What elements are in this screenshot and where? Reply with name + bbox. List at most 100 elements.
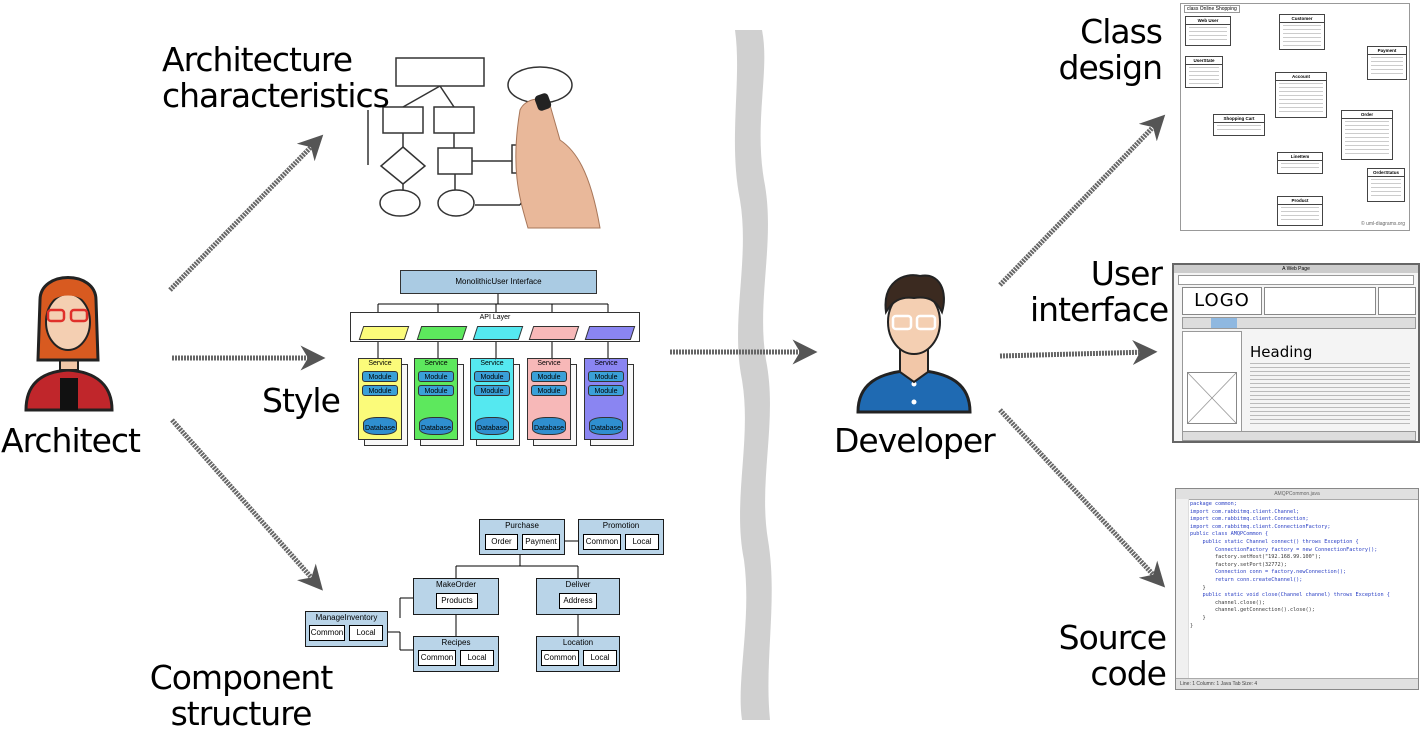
uml-class-attributes (1217, 125, 1261, 132)
wireframe-text-lines (1250, 363, 1410, 425)
monolithic-ui-box: MonolithicUser Interface (400, 270, 597, 294)
wireframe-cart-icon (1378, 287, 1416, 315)
component-makeorder: MakeOrder Products (413, 578, 499, 615)
service-label: Service (368, 360, 392, 367)
code-line: } (1190, 614, 1206, 621)
service-label: Service (594, 360, 618, 367)
code-line: channel.getConnection().close(); (1190, 607, 1315, 614)
class-diagram-header: class Online Shopping (1184, 5, 1240, 13)
database-cylinder: Database (363, 417, 397, 435)
module-box: Module (474, 371, 510, 382)
arrow-to-class-design (998, 114, 1166, 287)
service-label: Service (424, 360, 448, 367)
database-cylinder: Database (475, 417, 509, 435)
component-purchase: Purchase Order Payment (479, 519, 565, 555)
wireframe-logo: LOGO (1182, 287, 1262, 315)
code-line: import com.rabbitmq.client.Channel; (1190, 508, 1300, 515)
uml-class-name: Shopping Cart (1214, 115, 1264, 123)
code-line: ConnectionFactory factory = new Connecti… (1190, 546, 1378, 553)
uml-class-attributes (1281, 163, 1319, 170)
database-cylinder: Database (589, 417, 623, 435)
module-box: Module (418, 371, 454, 382)
code-window-title: AMQPCommon.java (1176, 489, 1418, 500)
uml-class-box: Web User (1185, 16, 1231, 46)
uml-class-box: Customer (1279, 14, 1325, 50)
component-recipes: Recipes Common Local (413, 636, 499, 672)
wireframe-image-placeholder (1187, 372, 1237, 424)
uml-class-attributes (1189, 27, 1227, 42)
component-item: Local (460, 650, 494, 666)
arrow-to-source-code (998, 408, 1166, 588)
wireframe-nav-bar (1182, 317, 1416, 329)
component-item: Order (485, 534, 518, 550)
uml-class-box: Order (1341, 110, 1393, 160)
wireframe-nav-active (1211, 318, 1237, 328)
component-item: Common (309, 625, 345, 641)
wireframe-address-bar (1178, 275, 1414, 285)
uml-class-attributes (1283, 25, 1321, 46)
source-code-label: Source code (1058, 618, 1167, 693)
uml-class-box: UserState (1185, 56, 1223, 88)
uml-class-attributes (1371, 57, 1403, 76)
module-box: Module (418, 385, 454, 396)
code-line: return conn.createChannel(); (1190, 576, 1303, 583)
database-cylinder: Database (419, 417, 453, 435)
uml-class-attributes (1345, 121, 1389, 156)
component-item: Payment (522, 534, 560, 550)
component-item: Local (625, 534, 659, 550)
uml-class-box: LineItem (1277, 152, 1323, 174)
component-location: Location Common Local (536, 636, 620, 672)
component-promotion: Promotion Common Local (578, 519, 664, 555)
component-manage-inventory: ManageInventory Common Local (305, 611, 388, 647)
api-layer-label: API Layer (479, 314, 511, 321)
uml-class-name: Order (1342, 111, 1392, 119)
uml-class-name: LineItem (1278, 153, 1322, 161)
component-structure-label: Component structure (149, 658, 334, 733)
code-line: public static Channel connect() throws E… (1190, 538, 1359, 545)
code-line: Connection conn = factory.newConnection(… (1190, 569, 1347, 576)
api-layer-box: API Layer (350, 312, 640, 342)
code-lines: package common;import com.rabbitmq.clien… (1190, 501, 1390, 630)
class-diagram-footer: © uml-diagrams.org (1361, 221, 1405, 227)
code-line: package common; (1190, 501, 1237, 507)
module-box: Module (531, 371, 567, 382)
hand-with-marker-icon (515, 93, 601, 229)
user-interface-label: User interface (1030, 254, 1169, 329)
api-slot-3 (472, 326, 524, 340)
developer-label: Developer (834, 421, 996, 460)
api-slot-5 (584, 326, 636, 340)
style-label: Style (262, 381, 341, 420)
code-line: factory.setPort(32772); (1190, 561, 1287, 568)
code-line: import com.rabbitmq.client.Connection; (1190, 516, 1309, 523)
component-item: Local (583, 650, 617, 666)
service-label: Service (480, 360, 504, 367)
module-box: Module (588, 385, 624, 396)
uml-class-name: Payment (1368, 47, 1406, 55)
arrow-to-arch-char (168, 134, 324, 292)
code-line: } (1190, 622, 1194, 629)
uml-class-name: OrderStatus (1368, 169, 1404, 177)
developer-icon (856, 274, 972, 414)
wireframe: A Web Page LOGO Heading (1172, 263, 1420, 443)
uml-class-box: Shopping Cart (1213, 114, 1265, 136)
uml-class-name: Web User (1186, 17, 1230, 25)
wireframe-footer (1182, 431, 1416, 441)
component-connectors (388, 540, 579, 651)
module-box: Module (474, 385, 510, 396)
component-item: Common (418, 650, 456, 666)
module-box: Module (588, 371, 624, 382)
api-slot-4 (528, 326, 580, 340)
code-gutter (1176, 499, 1189, 679)
class-design-label: Class design (1058, 12, 1163, 87)
uml-class-attributes (1281, 207, 1319, 222)
component-deliver: Deliver Address (536, 578, 620, 615)
component-item: Local (349, 625, 383, 641)
uml-class-name: Customer (1280, 15, 1324, 23)
wireframe-sidebar (1182, 331, 1242, 433)
divider-band (734, 30, 772, 720)
